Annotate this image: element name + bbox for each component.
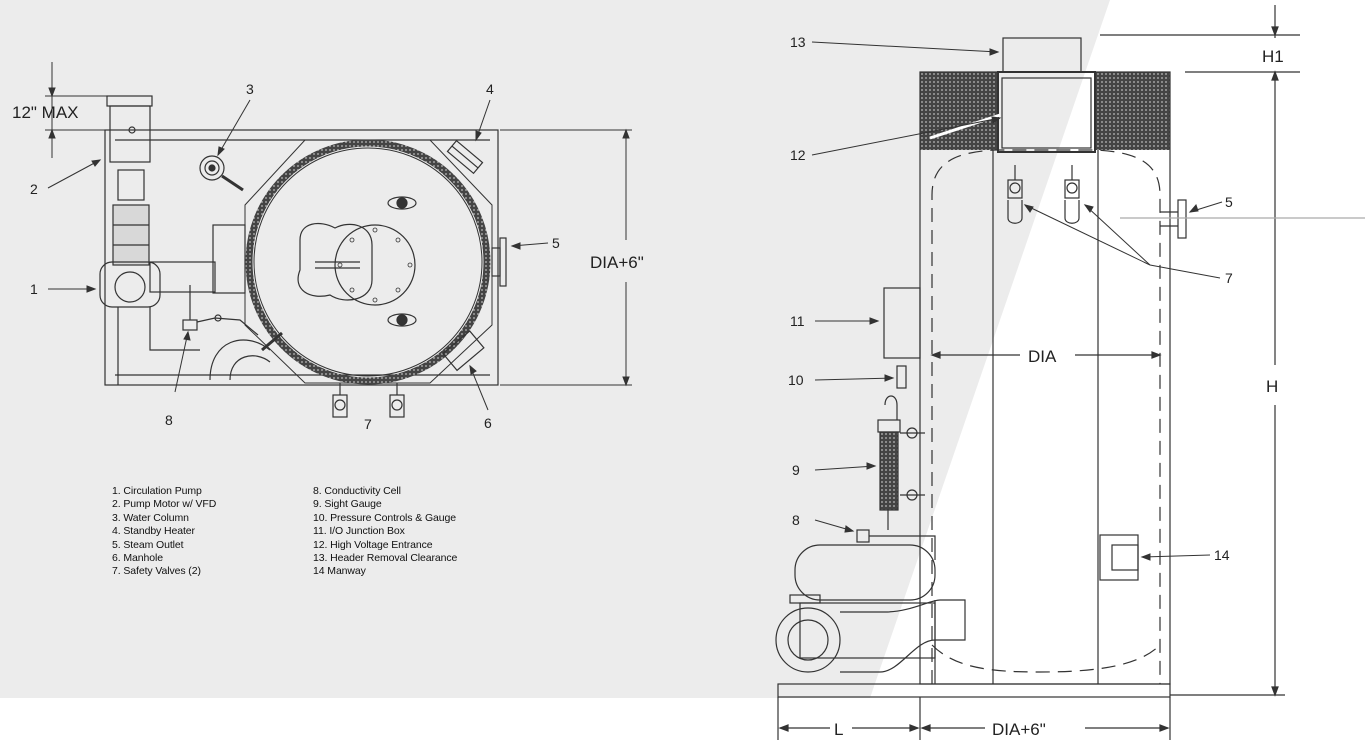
dim-dia-plus-6-top: DIA+6": [590, 253, 644, 272]
side-callout-10: 10: [788, 372, 804, 388]
legend-item: 14 Manway: [313, 565, 366, 578]
water-column-symbol: [199, 155, 244, 192]
side-callout-8: 8: [792, 512, 800, 528]
pressure-controls: [896, 365, 907, 389]
legend-item: 6. Manhole: [112, 552, 163, 565]
callout-5: 5: [552, 235, 560, 251]
manhole-flange: [334, 224, 416, 306]
side-callout-9: 9: [792, 462, 800, 478]
background-panel: [0, 0, 1110, 698]
top-view: [99, 95, 507, 418]
wing-nut-upper: [387, 196, 417, 210]
safety-valves-top: [332, 383, 405, 418]
top-view-frame: [104, 129, 499, 386]
top-view-leaders: [45, 62, 632, 411]
flange-bolts: [337, 227, 413, 303]
side-callout-11: 11: [790, 313, 805, 329]
side-callout-13: 13: [790, 34, 806, 50]
callout-6: 6: [484, 415, 492, 431]
io-junction-box: [883, 287, 921, 359]
dim-h: H: [1266, 377, 1278, 396]
conductivity-cell-symbol: [182, 285, 259, 336]
legend-item: 5. Steam Outlet: [112, 538, 184, 551]
callout-2: 2: [30, 181, 38, 197]
wing-nut-lower: [387, 313, 417, 327]
side-callout-7: 7: [1225, 270, 1233, 286]
legend-item: 11. I/O Junction Box: [313, 525, 405, 538]
sight-gauge-assembly: [877, 395, 925, 530]
legend-item: 9. Sight Gauge: [313, 498, 382, 511]
pump-motor: [106, 95, 153, 266]
base-skid: [777, 683, 1171, 698]
side-callout-14: 14: [1214, 547, 1230, 563]
legend-column-left: 1. Circulation Pump 2. Pump Motor w/ VFD…: [112, 485, 216, 579]
dim-h1: H1: [1262, 47, 1284, 66]
legend-item: 3. Water Column: [112, 511, 189, 524]
side-view-callouts: 13 12 5 7 11 10 9 8 14: [788, 34, 1233, 563]
dim-l: L: [834, 720, 843, 739]
legend-item: 12. High Voltage Entrance: [313, 538, 433, 551]
legend-item: 4. Standby Heater: [112, 525, 195, 538]
dim-dia-plus-6-side: DIA+6": [992, 720, 1046, 739]
legend-item: 8. Conductivity Cell: [313, 485, 401, 497]
callout-1: 1: [30, 281, 38, 297]
side-view: [775, 5, 1365, 740]
legend-item: 13. Header Removal Clearance: [313, 552, 458, 565]
circulation-pump: [99, 224, 283, 385]
callout-8: 8: [165, 412, 173, 428]
header-hatch-right: [1095, 72, 1170, 150]
legend-item: 7. Safety Valves (2): [112, 565, 201, 578]
callout-4: 4: [486, 81, 494, 97]
steam-outlet-symbol: [491, 237, 507, 287]
vessel-shell: [245, 139, 491, 385]
pump-piping: [775, 544, 966, 684]
side-view-leaders: [811, 41, 1223, 561]
heater-element: [297, 222, 373, 301]
steam-outlet-side: [1160, 199, 1187, 239]
side-callout-5: 5: [1225, 194, 1233, 210]
callout-7: 7: [364, 416, 372, 432]
manhole-symbol: [442, 330, 485, 372]
dim-dia: DIA: [1028, 347, 1057, 366]
legend-item: 10. Pressure Controls & Gauge: [313, 511, 457, 524]
safety-valves-side: [1007, 165, 1080, 224]
manway: [1099, 534, 1139, 581]
top-view-callouts: 1 2 3 4 5 6 7 8: [30, 81, 560, 432]
legend-item: 2. Pump Motor w/ VFD: [112, 498, 217, 511]
standby-heater-symbol: [446, 139, 484, 175]
callout-3: 3: [246, 81, 254, 97]
vessel-dashed: [931, 149, 1161, 684]
side-view-dimensions: [777, 5, 1365, 740]
dim-12-max: 12" MAX: [12, 103, 79, 122]
legend-column-right: 8. Conductivity Cell 9. Sight Gauge 10. …: [313, 485, 457, 579]
legend-item: 1. Circulation Pump: [112, 485, 202, 497]
side-callout-12: 12: [790, 147, 806, 163]
